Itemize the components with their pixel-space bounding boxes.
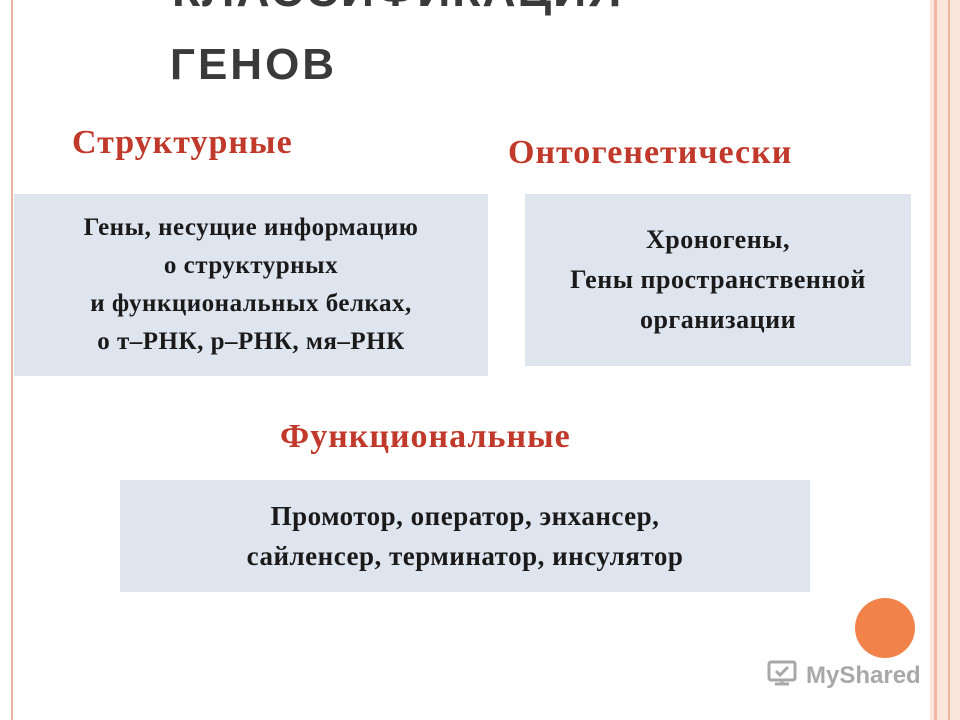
shared-logo-icon	[766, 657, 800, 696]
structural-line: о т–РНК, р–РНК, мя–РНК	[97, 328, 405, 355]
functional-box: Промотор, оператор, энхансер, сайленсер,…	[120, 480, 810, 592]
frame-left-border	[11, 0, 13, 720]
structural-heading: Структурные	[72, 124, 293, 161]
functional-line: сайленсер, терминатор, инсулятор	[246, 541, 684, 571]
ontogenetic-line: организации	[639, 305, 797, 334]
frame-right-line	[934, 0, 937, 720]
functional-line: Промотор, оператор, энхансер,	[270, 501, 660, 531]
structural-line: и функциональных белках,	[90, 290, 412, 317]
myshared-watermark: MyShared	[766, 656, 921, 696]
functional-heading: Функциональные	[280, 418, 571, 455]
ontogenetic-line: Гены пространственной	[570, 265, 866, 294]
watermark-text: MyShared	[806, 662, 921, 689]
ontogenetic-box: Хроногены, Гены пространственной организ…	[525, 194, 911, 366]
structural-line: Гены, несущие информацию	[83, 214, 419, 241]
ontogenetic-heading: Онтогенетически	[508, 134, 793, 171]
slide-title: КЛАССИФИКАЦИЯ	[172, 0, 623, 18]
orange-circle-decoration	[855, 598, 915, 658]
slide-title-continued: ГЕНОВ	[170, 40, 338, 89]
frame-right-line	[948, 0, 950, 720]
structural-line: о структурных	[163, 252, 339, 279]
ontogenetic-line: Хроногены,	[645, 225, 790, 254]
structural-box: Гены, несущие информацию о структурных и…	[14, 194, 488, 376]
